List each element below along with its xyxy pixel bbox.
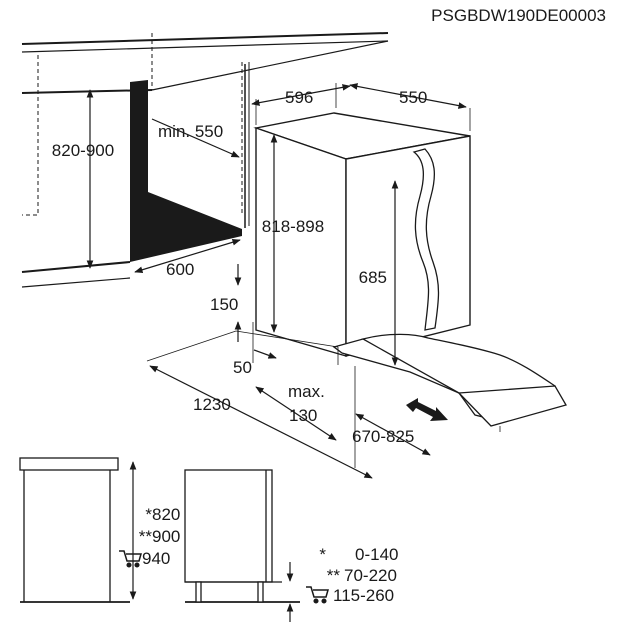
door-panel [412,148,440,331]
label-plinth-gap: 50 [233,358,252,377]
legend-cart-icon [306,586,329,604]
label-plinth-depth-value: 130 [289,406,317,425]
side-height-star-value: 820 [152,505,180,524]
dim-line-plinth-gap [253,349,277,359]
side-height-star-marker: * [145,505,152,524]
label-niche-height: 820-900 [52,141,114,160]
cart-icon [119,550,142,568]
dishwasher-body [253,112,471,357]
side-height-double-star-marker: ** [139,527,153,546]
legend-star-value: 0-140 [355,545,398,564]
kitchen-niche [21,32,389,288]
legend-star-marker: * [319,545,326,564]
open-door [332,333,567,427]
dim-line-niche-depth [151,118,240,158]
legend-double-star-value: 70-220 [344,566,397,585]
label-plinth-depth-max: max. [288,382,325,401]
label-door-travel: 670-825 [352,427,414,446]
side-height-double-star-value: 900 [152,527,180,546]
dim-line-appliance-width [251,84,351,106]
dim-line-niche-width [134,238,241,274]
dim-line-door-open [149,365,373,479]
label-appliance-width: 596 [285,88,313,107]
label-appliance-depth: 550 [399,88,427,107]
dim-line-door-travel [355,413,431,456]
label-door-open: 1230 [193,395,231,414]
side-view-cabinet [19,457,300,603]
label-door-height: 685 [359,268,387,287]
label-niche-width: 600 [166,260,194,279]
dim-line-plinth-depth [255,386,337,441]
door-travel-arrow [406,398,448,421]
legend-double-star-marker: ** [327,566,341,585]
model-code: PSGBDW190DE00003 [431,6,606,25]
dim-line-appliance-depth [349,83,467,109]
label-plinth-height: 150 [210,295,238,314]
side-height-cart-value: 940 [142,549,170,568]
label-appliance-height: 818-898 [262,217,324,236]
niche-black-wall [130,80,242,262]
label-niche-depth: min. 550 [158,122,223,141]
legend-cart-value: 115-260 [333,586,394,605]
